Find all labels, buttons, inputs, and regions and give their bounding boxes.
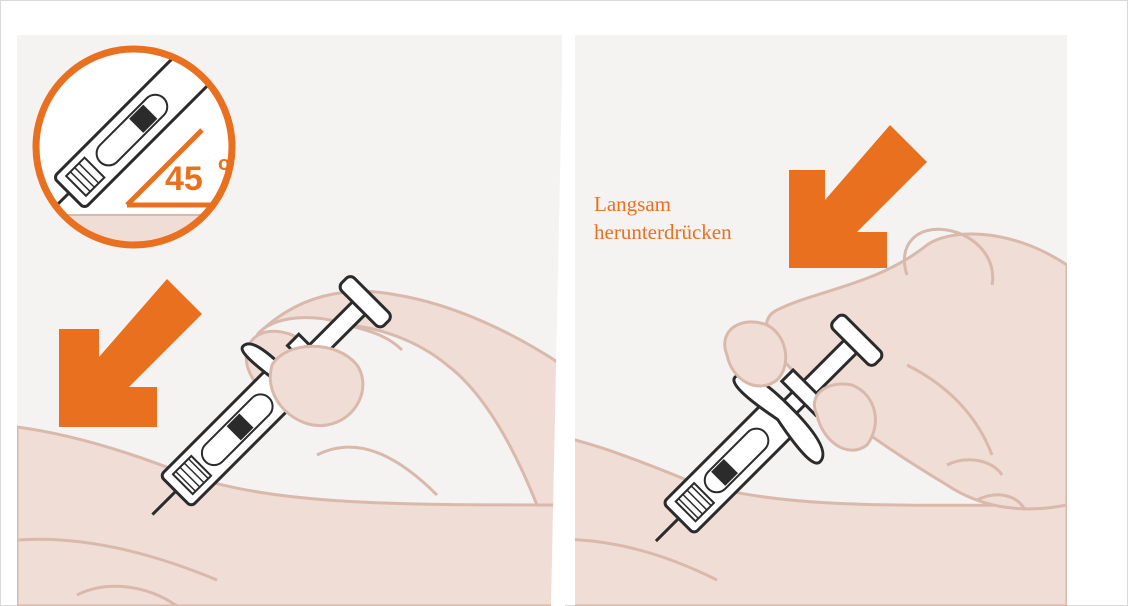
angle-label: 45: [165, 160, 203, 198]
right-panel: [522, 35, 1067, 606]
instruction-caption: Langsam herunterdrücken: [594, 190, 732, 246]
left-panel: 45 o: [17, 35, 562, 606]
caption-line-1: Langsam: [594, 190, 732, 218]
caption-line-2: herunterdrücken: [594, 218, 732, 246]
injection-illustration: 45 o: [17, 35, 1067, 606]
